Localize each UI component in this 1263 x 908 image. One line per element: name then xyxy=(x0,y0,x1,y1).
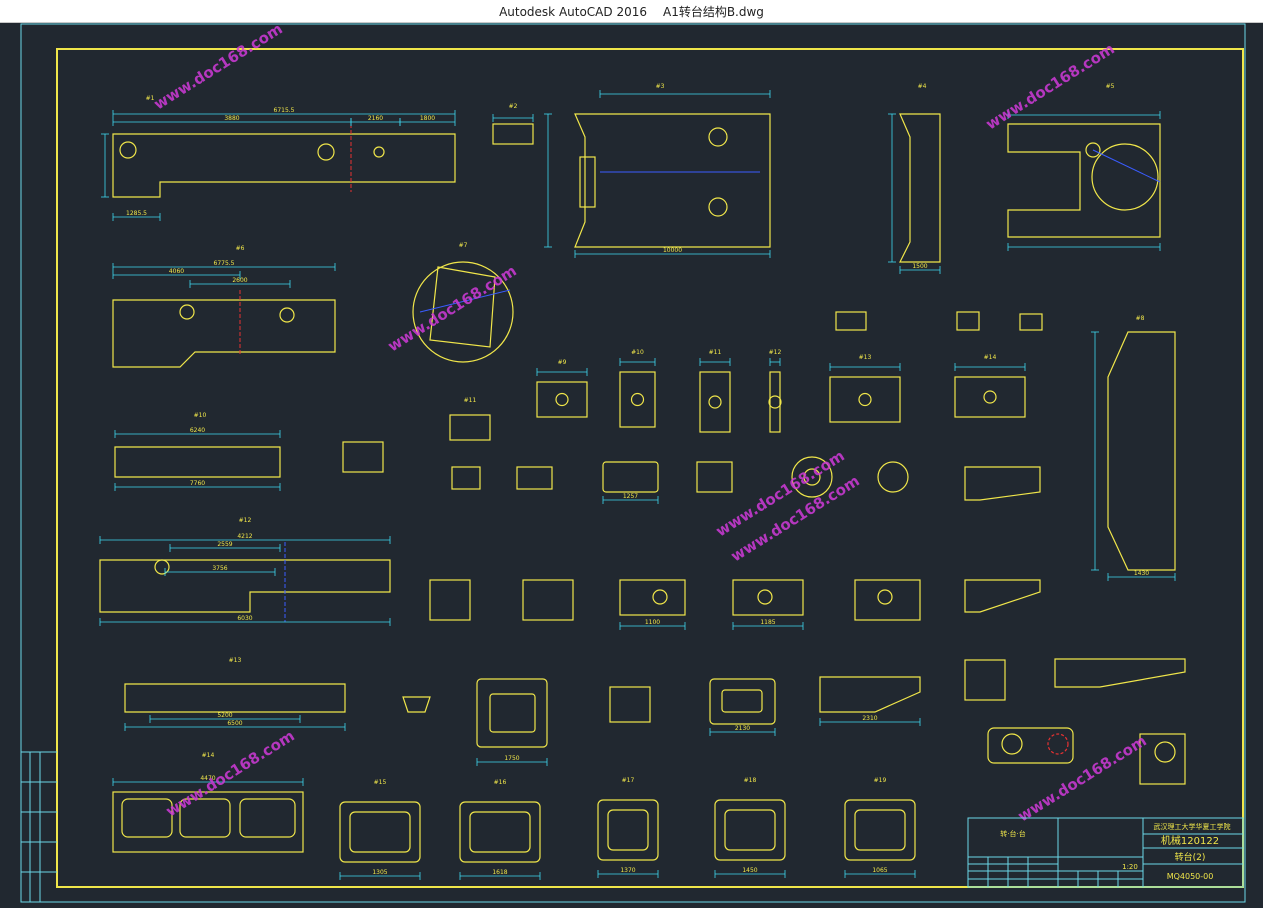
dimension-label: 4060 xyxy=(169,268,184,275)
watermark-text: www.doc168.com xyxy=(983,40,1118,134)
app-title: Autodesk AutoCAD 2016 xyxy=(499,5,647,19)
parts-layer: #1 #2 #3 #4 #5 #6 #7 #8 #9 #10 #11 #12 #13 #14 #10 #11 #… xyxy=(99,83,1186,863)
dimension-label: 2310 xyxy=(862,715,877,722)
watermark-text: www.doc168.com xyxy=(385,262,520,356)
drawing-frame xyxy=(56,48,1244,888)
window-title: Autodesk AutoCAD 2016 A1转台结构B.dwg xyxy=(0,3,1263,20)
dimension-layer: 6715.5 3880 2160 1800 1285.5 10000 1500 6775.5 4… xyxy=(99,90,1176,880)
part-label: #18 xyxy=(744,777,757,784)
title-block: 武汉理工大学华夏工学院 机械120122 转台(2) MQ4050-00 1:2… xyxy=(967,817,1244,888)
dimension-label: 1800 xyxy=(420,115,435,122)
part-label: #2 xyxy=(509,103,518,110)
dimension-label: 6775.5 xyxy=(214,260,235,267)
part-label: #14 xyxy=(984,354,997,361)
dimension-label: 1100 xyxy=(645,619,660,626)
part-label: #7 xyxy=(459,242,468,249)
dimension-label: 2600 xyxy=(232,277,247,284)
part-label: #19 xyxy=(874,777,887,784)
dimension-label: 1065 xyxy=(872,867,887,874)
dimension-label: 3756 xyxy=(212,565,227,572)
dimension-label: 1618 xyxy=(492,869,507,876)
dimension-label: 10000 xyxy=(663,247,682,254)
dimension-label: 6500 xyxy=(227,720,242,727)
drawing-canvas[interactable]: #1 #2 #3 #4 #5 #6 #7 #8 #9 #10 #11 #12 #13 #14 #10 #11 #… xyxy=(0,20,1263,904)
dimension-label: 1305 xyxy=(372,869,387,876)
dimension-label: 1257 xyxy=(623,493,638,500)
dimension-label: 1750 xyxy=(504,755,519,762)
part-label: #10 xyxy=(631,349,644,356)
dimension-label: 6240 xyxy=(190,427,205,434)
part-label: #11 xyxy=(709,349,722,356)
dimension-label: 1370 xyxy=(620,867,635,874)
dimension-label: 2130 xyxy=(735,725,750,732)
dimension-label: 2559 xyxy=(217,541,232,548)
dimension-label: 2160 xyxy=(368,115,383,122)
dimension-label: 1185 xyxy=(760,619,775,626)
part-label: #12 xyxy=(239,517,252,524)
part-label: #13 xyxy=(859,354,872,361)
sheet-label: 转·台·台 xyxy=(1000,829,1025,838)
part-label: #6 xyxy=(236,245,245,252)
dimension-label: 3880 xyxy=(224,115,239,122)
drawing-number: MQ4050-00 xyxy=(1167,872,1214,881)
part-label: #5 xyxy=(1106,83,1115,90)
part-label: #17 xyxy=(622,777,635,784)
part-label: #12 xyxy=(769,349,782,356)
watermark-text: www.doc168.com xyxy=(1015,732,1150,826)
watermark-text: www.doc168.com xyxy=(151,22,286,113)
part-label: #4 xyxy=(918,83,927,90)
part-name: 转台(2) xyxy=(1175,851,1206,863)
part-label: #15 xyxy=(374,779,387,786)
dimension-label: 7760 xyxy=(190,480,205,487)
part-label: #1 xyxy=(146,95,155,102)
dimension-label: 1285.5 xyxy=(126,210,147,217)
part-label: #10 xyxy=(194,412,207,419)
part-label: #14 xyxy=(202,752,215,759)
dimension-label: 5200 xyxy=(217,712,232,719)
part-label: #8 xyxy=(1136,315,1145,322)
dimension-label: 4470 xyxy=(200,775,215,782)
window-titlebar: Autodesk AutoCAD 2016 A1转台结构B.dwg xyxy=(0,0,1263,23)
part-label: #9 xyxy=(558,359,567,366)
part-label: #11 xyxy=(464,397,477,404)
dimension-label: 1430 xyxy=(1134,570,1149,577)
dimension-label: 6715.5 xyxy=(274,107,295,114)
dimension-label: 1500 xyxy=(912,263,927,270)
school-name: 武汉理工大学华夏工学院 xyxy=(1154,822,1231,831)
part-label: #16 xyxy=(494,779,507,786)
file-name: A1转台结构B.dwg xyxy=(662,5,764,19)
part-label: #3 xyxy=(656,83,665,90)
dimension-label: 1450 xyxy=(742,867,757,874)
dimension-label: 6030 xyxy=(237,615,252,622)
part-label: #13 xyxy=(229,657,242,664)
scale-value: 1:20 xyxy=(1122,863,1138,871)
cad-drawing[interactable]: #1 #2 #3 #4 #5 #6 #7 #8 #9 #10 #11 #12 #13 #14 #10 #11 #… xyxy=(0,20,1263,904)
outer-border xyxy=(20,23,1246,903)
class-code: 机械120122 xyxy=(1161,834,1219,847)
dimension-label: 4212 xyxy=(237,533,252,540)
